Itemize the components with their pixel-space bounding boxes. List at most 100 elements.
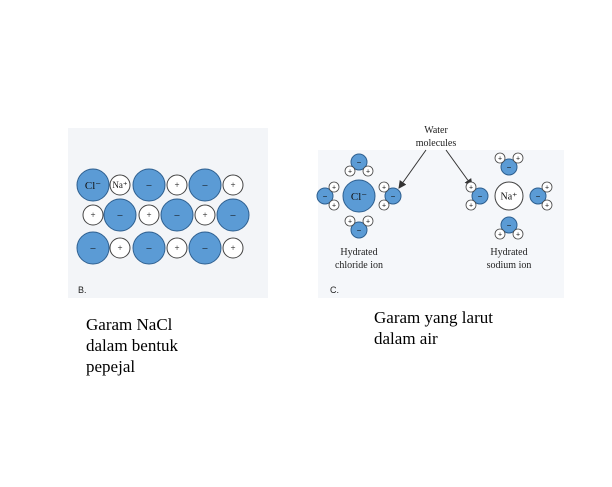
sodium-water-4-oxygen-sign: − — [507, 163, 512, 172]
lattice-anion-r1c1-symbol: − — [117, 210, 123, 222]
sodium-water-2-hydrogen-1 — [494, 228, 506, 240]
chloride-water-4-hydrogen-2 — [344, 165, 356, 177]
chloride-water-1-hydrogen-sign-1: + — [382, 203, 386, 210]
lattice-cation-r1c2-symbol: + — [146, 210, 151, 220]
chloride-water-4-oxygen — [350, 153, 368, 171]
chloride-ion-center: Cl⁻ — [342, 179, 376, 213]
chloride-water-4-hydrogen-sign-2: + — [348, 169, 352, 176]
lattice-anion-r2c2-circle — [132, 231, 166, 265]
lattice-cation-r2c5-symbol: + — [230, 243, 235, 253]
sodium-water-4-hydrogen-sign-1: + — [516, 156, 520, 163]
lattice-cation-r1c4: + — [194, 204, 216, 226]
lattice-anion-r0c2: − — [132, 168, 166, 202]
chloride-water-2-hydrogen-sign-1: + — [348, 219, 352, 226]
hydrated-chloride-line-2: chloride ion — [335, 260, 383, 271]
water-label-line-1: Water — [424, 125, 448, 136]
lattice-anion-r2c0-symbol: − — [90, 243, 96, 255]
lattice-anion-r1c3-circle — [160, 198, 194, 232]
lattice-anion-r0c2-symbol: − — [146, 180, 152, 192]
water-molecules-label: Water molecules — [416, 125, 457, 149]
sodium-water-1-oxygen — [529, 187, 547, 205]
lattice-cation-r1c0-symbol: + — [90, 210, 95, 220]
chloride-water-2-oxygen-sign: − — [357, 226, 362, 235]
sodium-water-3-oxygen-sign: − — [478, 192, 483, 201]
caption-solid-line-1: Garam NaCl — [86, 315, 173, 334]
lattice-anion-r1c3: − — [160, 198, 194, 232]
sodium-water-3-oxygen — [471, 187, 489, 205]
sodium-water-2-oxygen — [500, 216, 518, 234]
water-label-line-2: molecules — [416, 138, 457, 149]
chloride-water-1-hydrogen-sign-2: + — [382, 185, 386, 192]
lattice-cation-r0c1: Na⁺ — [109, 174, 131, 196]
lattice-anion-r0c0-symbol: Cl⁻ — [85, 180, 101, 192]
caption-solid-line-3: pepejal — [86, 357, 136, 376]
chloride-water-4-oxygen-sign: − — [357, 158, 362, 167]
lattice-cation-r2c3: + — [166, 237, 188, 259]
sodium-water-3-hydrogen-sign-2: + — [469, 203, 473, 210]
lattice-cation-r1c4-circle — [194, 204, 216, 226]
sodium-water-3-hydrogen-sign-1: + — [469, 185, 473, 192]
lattice-cation-r1c0: + — [82, 204, 104, 226]
lattice-anion-r2c0: − — [76, 231, 110, 265]
caption-dissolved-salt: Garam yang larut dalam air — [374, 307, 493, 349]
panel-c-label: C. — [330, 285, 339, 295]
lattice-anion-r0c4-circle — [188, 168, 222, 202]
chloride-ion-center-circle — [342, 179, 376, 213]
lattice-cation-r1c2-circle — [138, 204, 160, 226]
lattice-cation-r1c2: + — [138, 204, 160, 226]
chloride-water-4-hydrogen-sign-1: + — [366, 169, 370, 176]
sodium-water-3: −+ + — [465, 181, 489, 211]
chloride-water-1-hydrogen-1 — [378, 199, 390, 211]
chloride-water-3-hydrogen-2 — [328, 199, 340, 211]
hydrated-chloride-ion: −++−++−++−++Cl⁻ — [316, 153, 402, 239]
arrow-to-chloride-water — [398, 149, 427, 189]
sodium-water-4-hydrogen-1 — [512, 152, 524, 164]
chloride-water-2-oxygen — [350, 221, 368, 239]
sodium-water-1: −++ — [529, 181, 553, 211]
sodium-water-2: −++ — [494, 216, 524, 240]
caption-dissolved-line-2: dalam air — [374, 329, 438, 348]
sodium-water-4-hydrogen-2 — [494, 152, 506, 164]
chloride-ion-center-symbol: Cl⁻ — [351, 191, 367, 203]
sodium-ion-center-symbol: Na⁺ — [501, 192, 518, 203]
chloride-water-3-oxygen-sign: − — [323, 192, 328, 201]
sodium-ion-center-circle — [494, 181, 524, 211]
sodium-water-1-hydrogen-sign-1: + — [545, 203, 549, 210]
lattice-cation-r2c1-circle — [109, 237, 131, 259]
hydrated-sodium-caption: Hydrated sodium ion — [487, 247, 532, 271]
chloride-water-3-hydrogen-1 — [328, 181, 340, 193]
lattice-cation-r0c5-circle — [222, 174, 244, 196]
hydrated-sodium-ion: −++−++−++−++Na⁺ — [465, 152, 553, 240]
lattice-cation-r2c3-symbol: + — [174, 243, 179, 253]
lattice-anion-r1c5-circle — [216, 198, 250, 232]
sodium-water-1-hydrogen-2 — [541, 181, 553, 193]
sodium-ion-center: Na⁺ — [494, 181, 524, 211]
chloride-water-4: −+ + — [344, 153, 374, 177]
chloride-water-3-oxygen — [316, 187, 334, 205]
chloride-water-3-hydrogen-sign-2: + — [332, 203, 336, 210]
sodium-water-2-oxygen-sign: − — [507, 221, 512, 230]
sodium-water-1-hydrogen-1 — [541, 199, 553, 211]
lattice-cation-r2c5-circle — [222, 237, 244, 259]
sodium-water-1-oxygen-sign: − — [536, 192, 541, 201]
sodium-water-4-oxygen — [500, 158, 518, 176]
sodium-water-4: −++ — [494, 152, 524, 176]
chloride-water-3: −++ — [316, 181, 340, 211]
lattice-anion-r2c0-circle — [76, 231, 110, 265]
caption-dissolved-line-1: Garam yang larut — [374, 308, 493, 327]
lattice-cation-r2c1-symbol: + — [117, 243, 122, 253]
hydrated-sodium-line-1: Hydrated — [490, 247, 527, 258]
chloride-water-1-oxygen — [384, 187, 402, 205]
lattice-anion-r0c4-symbol: − — [202, 180, 208, 192]
chloride-water-1: −+ + — [378, 181, 402, 211]
lattice-cation-r1c4-symbol: + — [202, 210, 207, 220]
lattice-anion-r0c4: − — [188, 168, 222, 202]
lattice-anion-r0c2-circle — [132, 168, 166, 202]
lattice-anion-r1c3-symbol: − — [174, 210, 180, 222]
lattice-anion-r1c1-circle — [103, 198, 137, 232]
hydrated-chloride-caption: Hydrated chloride ion — [335, 247, 383, 271]
chloride-water-1-oxygen-sign: − — [391, 192, 396, 201]
lattice-cation-r2c3-circle — [166, 237, 188, 259]
sodium-water-3-hydrogen-1 — [465, 181, 477, 193]
